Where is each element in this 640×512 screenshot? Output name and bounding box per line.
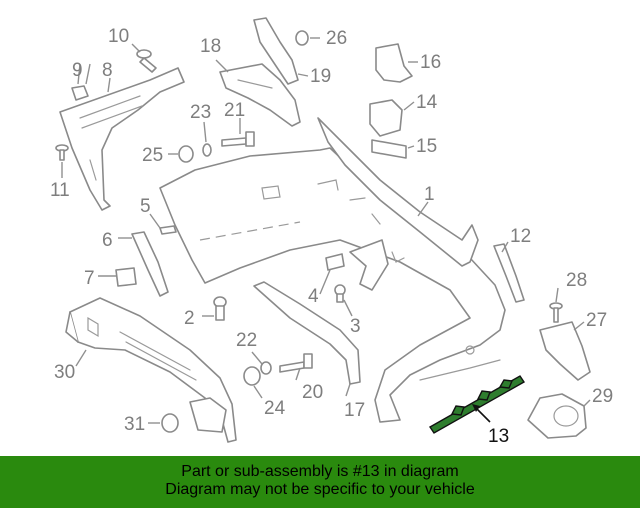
part-21-bolt xyxy=(221,131,255,147)
callout-26: 26 xyxy=(326,28,347,49)
part-13-trim-strip xyxy=(429,375,525,434)
part-right-connector xyxy=(349,239,389,291)
callout-23: 23 xyxy=(190,102,211,123)
parts-diagram: 1 2 3 4 5 6 7 8 9 10 11 12 13 14 15 16 1… xyxy=(50,17,613,447)
callout-4: 4 xyxy=(308,286,319,307)
part-14-bracket xyxy=(369,99,403,137)
part-26-nut xyxy=(295,30,309,46)
callout-25: 25 xyxy=(142,145,163,166)
part-9-clip xyxy=(71,85,89,101)
callout-28: 28 xyxy=(566,270,587,291)
part-20-bolt xyxy=(279,353,313,373)
part-29-housing xyxy=(527,393,587,439)
callout-18: 18 xyxy=(200,36,221,57)
callout-22: 22 xyxy=(236,330,257,351)
info-banner: Part or sub-assembly is #13 in diagram D… xyxy=(0,456,640,508)
callout-labels: 1 2 3 4 5 6 7 8 9 10 11 12 13 14 15 16 1… xyxy=(50,26,613,447)
part-6-bracket xyxy=(131,231,169,297)
part-17-side-bracket xyxy=(253,281,361,385)
part-27-bracket xyxy=(539,321,591,381)
callout-15: 15 xyxy=(416,136,437,157)
part-2-fastener xyxy=(213,296,227,321)
callout-9: 9 xyxy=(72,60,83,81)
part-10-bolt xyxy=(136,49,157,73)
callout-31: 31 xyxy=(124,414,145,435)
callout-11: 11 xyxy=(50,180,70,201)
callout-17: 17 xyxy=(344,400,365,421)
part-24-nut xyxy=(243,366,261,386)
part-12-strip xyxy=(493,243,525,303)
callout-13-arrowhead xyxy=(472,404,480,412)
part-23-washer xyxy=(202,143,212,157)
part-16-bracket xyxy=(375,43,413,83)
part-1-bumper-cover xyxy=(159,117,506,423)
callout-1: 1 xyxy=(424,184,435,205)
callout-10: 10 xyxy=(108,26,129,47)
callout-8: 8 xyxy=(102,60,113,81)
callout-24: 24 xyxy=(264,398,286,419)
callout-27: 27 xyxy=(586,310,607,331)
part-28-screw xyxy=(549,302,563,323)
callout-21: 21 xyxy=(224,100,245,121)
callout-29: 29 xyxy=(592,386,613,407)
callout-16: 16 xyxy=(420,52,441,73)
banner-line-part: Part or sub-assembly is #13 in diagram xyxy=(181,463,459,480)
callout-14: 14 xyxy=(416,92,438,113)
callout-13: 13 xyxy=(488,426,509,447)
banner-line-disclaimer: Diagram may not be specific to your vehi… xyxy=(165,481,475,498)
part-25-nut xyxy=(178,145,194,163)
part-5-fastener xyxy=(159,225,177,235)
callout-7: 7 xyxy=(84,268,95,289)
callout-leaders xyxy=(61,37,591,424)
callout-5: 5 xyxy=(140,196,151,217)
callout-12: 12 xyxy=(510,226,531,247)
callout-3: 3 xyxy=(350,316,361,337)
callout-20: 20 xyxy=(302,382,323,403)
part-19-bracket xyxy=(253,17,299,85)
part-11-screw xyxy=(55,144,69,161)
part-8-left-bracket xyxy=(59,67,185,211)
callout-2: 2 xyxy=(184,308,195,329)
part-7-clip xyxy=(115,267,137,287)
part-22-washer xyxy=(260,361,272,375)
part-3-fastener xyxy=(334,284,346,303)
part-15-block xyxy=(371,139,407,159)
part-4-clip xyxy=(325,253,345,271)
callout-30: 30 xyxy=(54,362,75,383)
callout-19: 19 xyxy=(310,66,331,87)
callout-6: 6 xyxy=(102,230,113,251)
part-18-bracket xyxy=(219,63,301,127)
part-31-nut xyxy=(161,413,179,433)
part-30-reinforcement-beam xyxy=(65,297,237,443)
